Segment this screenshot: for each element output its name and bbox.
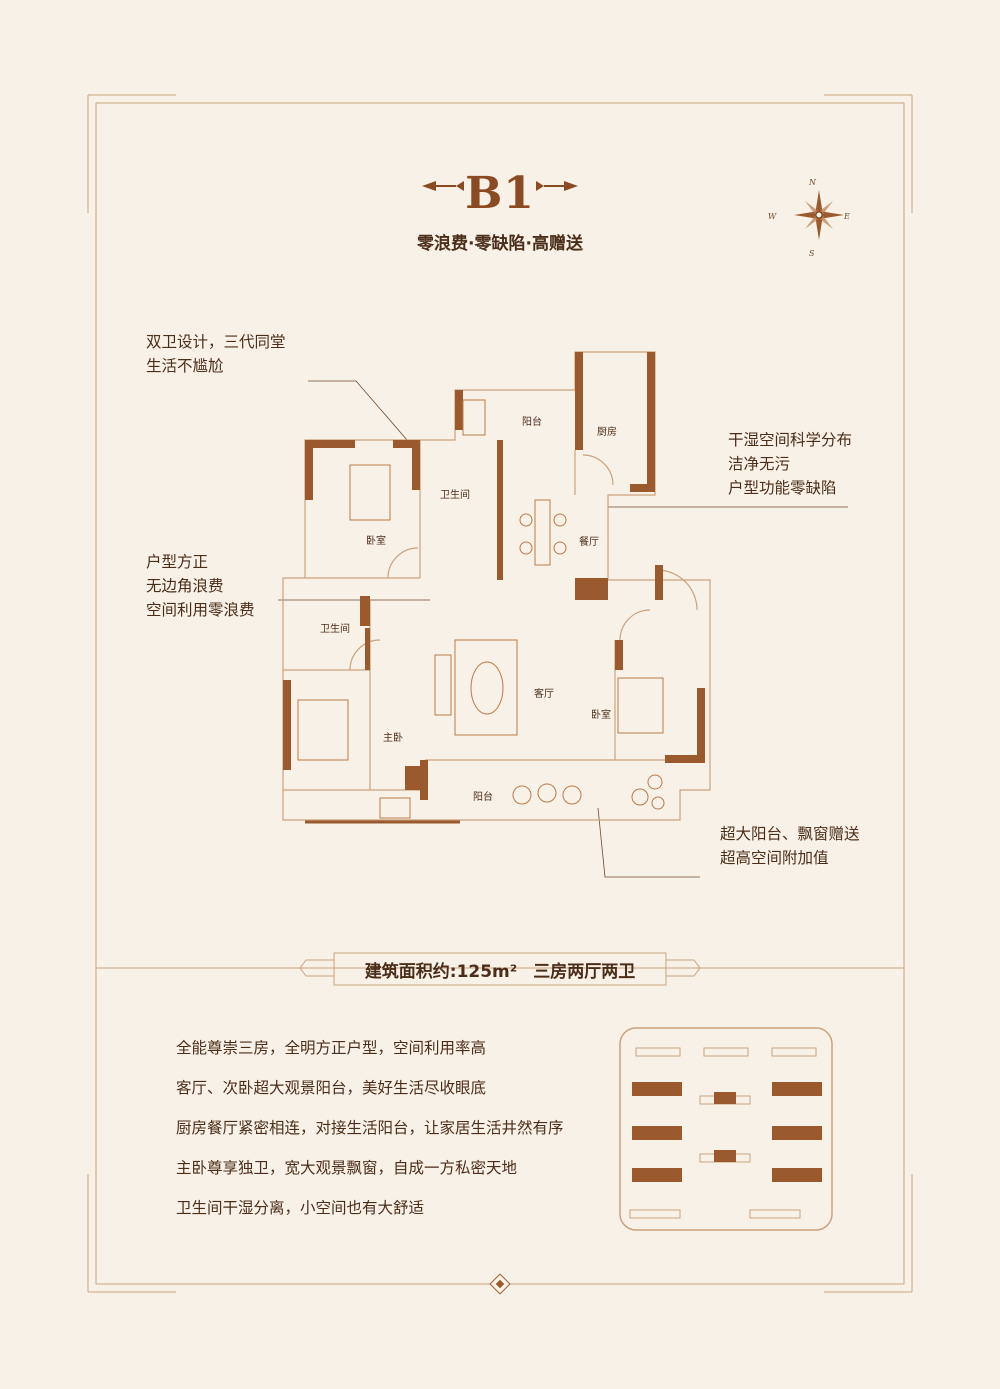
compass-north-label: N <box>809 178 816 187</box>
note-line: 超高空间附加值 <box>720 849 829 867</box>
note-bottom-right: 超大阳台、飘窗赠送 超高空间附加值 <box>720 822 860 870</box>
feature-list: 全能尊崇三房，全明方正户型，空间利用率高 客厅、次卧超大观景阳台，美好生活尽收眼… <box>176 1038 564 1238</box>
site-plan <box>619 1027 833 1231</box>
note-line: 双卫设计，三代同堂 <box>146 333 286 351</box>
room-bedroom-left: 卧室 <box>366 536 386 547</box>
room-dining: 餐厅 <box>579 537 599 548</box>
note-line: 超大阳台、飘窗赠送 <box>720 825 860 843</box>
room-balcony-bottom: 阳台 <box>473 792 493 803</box>
room-bedroom-right: 卧室 <box>591 710 611 721</box>
floor-plan <box>282 351 711 824</box>
plan-title: B1 <box>465 168 535 219</box>
note-top-left: 双卫设计，三代同堂 生活不尴尬 <box>146 330 286 378</box>
compass-east-label: E <box>844 212 850 221</box>
note-line: 生活不尴尬 <box>146 357 224 375</box>
note-line: 户型功能零缺陷 <box>728 479 837 497</box>
feature-item: 卫生间干湿分离，小空间也有大舒适 <box>176 1199 425 1217</box>
room-living: 客厅 <box>534 689 554 700</box>
room-master: 主卧 <box>383 733 403 744</box>
feature-item: 客厅、次卧超大观景阳台，美好生活尽收眼底 <box>176 1079 487 1097</box>
compass-south-label: S <box>809 249 815 258</box>
room-bath-left: 卫生间 <box>320 624 350 635</box>
feature-item: 厨房餐厅紧密相连，对接生活阳台，让家居生活井然有序 <box>176 1119 564 1137</box>
plan-tagline: 零浪费·零缺陷·高赠送 <box>417 234 583 254</box>
room-bath-top: 卫生间 <box>440 490 470 501</box>
feature-item: 全能尊崇三房，全明方正户型，空间利用率高 <box>176 1039 487 1057</box>
title-ornament-left <box>422 181 464 191</box>
bottom-ornament <box>489 1273 511 1295</box>
title-ornament-right <box>536 181 578 191</box>
note-line: 户型方正 <box>146 553 209 571</box>
callout-lines <box>278 380 848 878</box>
room-kitchen: 厨房 <box>597 427 617 438</box>
room-balcony-top: 阳台 <box>522 417 542 428</box>
note-line: 无边角浪费 <box>146 577 224 595</box>
feature-item: 主卧尊享独卫，宽大观景飘窗，自成一方私密天地 <box>176 1159 518 1177</box>
layout-label: 三房两厅两卫 <box>533 961 636 982</box>
area-label: 建筑面积约:125m² <box>364 961 518 982</box>
area-banner: 建筑面积约:125m² 三房两厅两卫 <box>334 953 666 985</box>
note-line: 干湿空间科学分布 <box>728 431 853 449</box>
note-right: 干湿空间科学分布 洁净无污 户型功能零缺陷 <box>728 428 852 500</box>
note-line: 洁净无污 <box>728 455 791 473</box>
note-line: 空间利用零浪费 <box>146 601 255 619</box>
area-banner-frame <box>299 952 701 986</box>
compass-icon <box>794 190 844 240</box>
note-mid-left: 户型方正 无边角浪费 空间利用零浪费 <box>146 550 255 622</box>
compass-west-label: W <box>768 212 777 221</box>
